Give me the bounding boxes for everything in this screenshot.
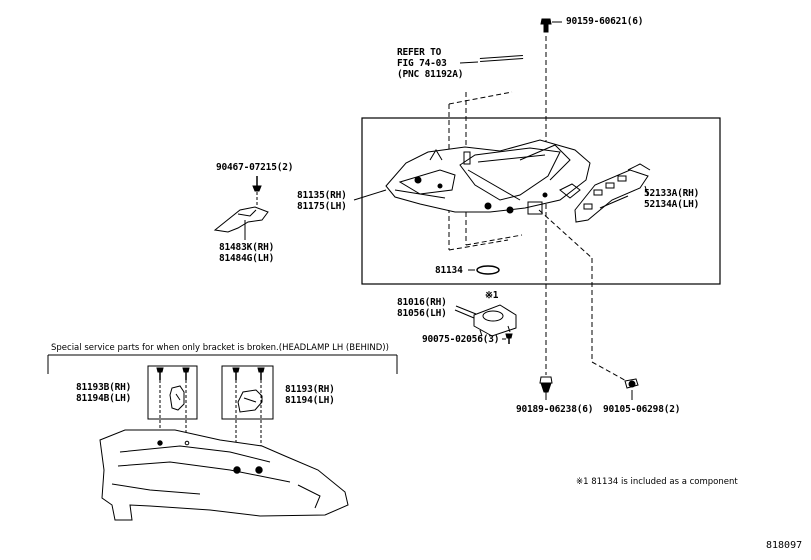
service-bracket-b-icon bbox=[147, 365, 198, 442]
gasket-ring-icon bbox=[476, 265, 500, 275]
bracket-rh-label: 81483K(RH) bbox=[219, 242, 275, 253]
gasket-label: 81134 bbox=[435, 265, 463, 276]
grommet-right-icon bbox=[624, 378, 639, 400]
footnote: ※1 81134 is included as a component bbox=[576, 477, 738, 487]
refer-line-1: REFER TO bbox=[397, 47, 442, 58]
grommet-left-icon bbox=[539, 376, 553, 400]
ballast-screw-label: 90075-02056(3) bbox=[422, 334, 500, 345]
refer-line-3: (PNC 81192A) bbox=[397, 69, 464, 80]
bracket-lh-label: 81484G(LH) bbox=[219, 253, 275, 264]
headlamp-assembly-frame bbox=[361, 117, 721, 285]
leader-lines bbox=[353, 185, 649, 319]
ballast-rh-label: 81016(RH) bbox=[397, 297, 447, 308]
service-lh-b-label: 81194B(LH) bbox=[76, 393, 132, 404]
service-rh-label: 81193(RH) bbox=[285, 384, 335, 395]
service-bracket-icon bbox=[221, 365, 274, 468]
grommet-left-label: 90189-06238(6) bbox=[516, 404, 594, 415]
service-rh-b-label: 81193B(RH) bbox=[76, 382, 132, 393]
screw-small-label: 90467-07215(2) bbox=[216, 162, 294, 173]
unit-lh-label: 81175(LH) bbox=[297, 201, 347, 212]
service-lh-label: 81194(LH) bbox=[285, 395, 335, 406]
headlamp-unit-icon bbox=[385, 139, 591, 215]
module-rh-label: 52133A(RH) bbox=[644, 188, 700, 199]
refer-line-2: FIG 74-03 bbox=[397, 58, 447, 69]
service-box-title: Special service parts for when only brac… bbox=[51, 343, 389, 353]
service-box bbox=[47, 354, 398, 374]
small-screw-icon bbox=[252, 176, 262, 205]
module-lh-label: 52134A(LH) bbox=[644, 199, 700, 210]
ballast-lh-label: 81056(LH) bbox=[397, 308, 447, 319]
headlamp-lh-outline-icon bbox=[99, 429, 349, 521]
unit-rh-label: 81135(RH) bbox=[297, 190, 347, 201]
bolt-top-label: 90159-60621(6) bbox=[566, 16, 644, 27]
ballast-icon bbox=[455, 304, 517, 337]
refer-rod-icon bbox=[459, 55, 524, 64]
side-module-icon bbox=[574, 163, 651, 223]
bracket-icon bbox=[213, 206, 269, 240]
grommet-right-label: 90105-06298(2) bbox=[603, 404, 681, 415]
top-bolt-icon bbox=[540, 18, 562, 33]
ballast-screw-icon bbox=[502, 333, 513, 344]
ballast-mark-label: ※1 bbox=[485, 290, 499, 301]
figure-number: 818097 bbox=[766, 540, 803, 551]
